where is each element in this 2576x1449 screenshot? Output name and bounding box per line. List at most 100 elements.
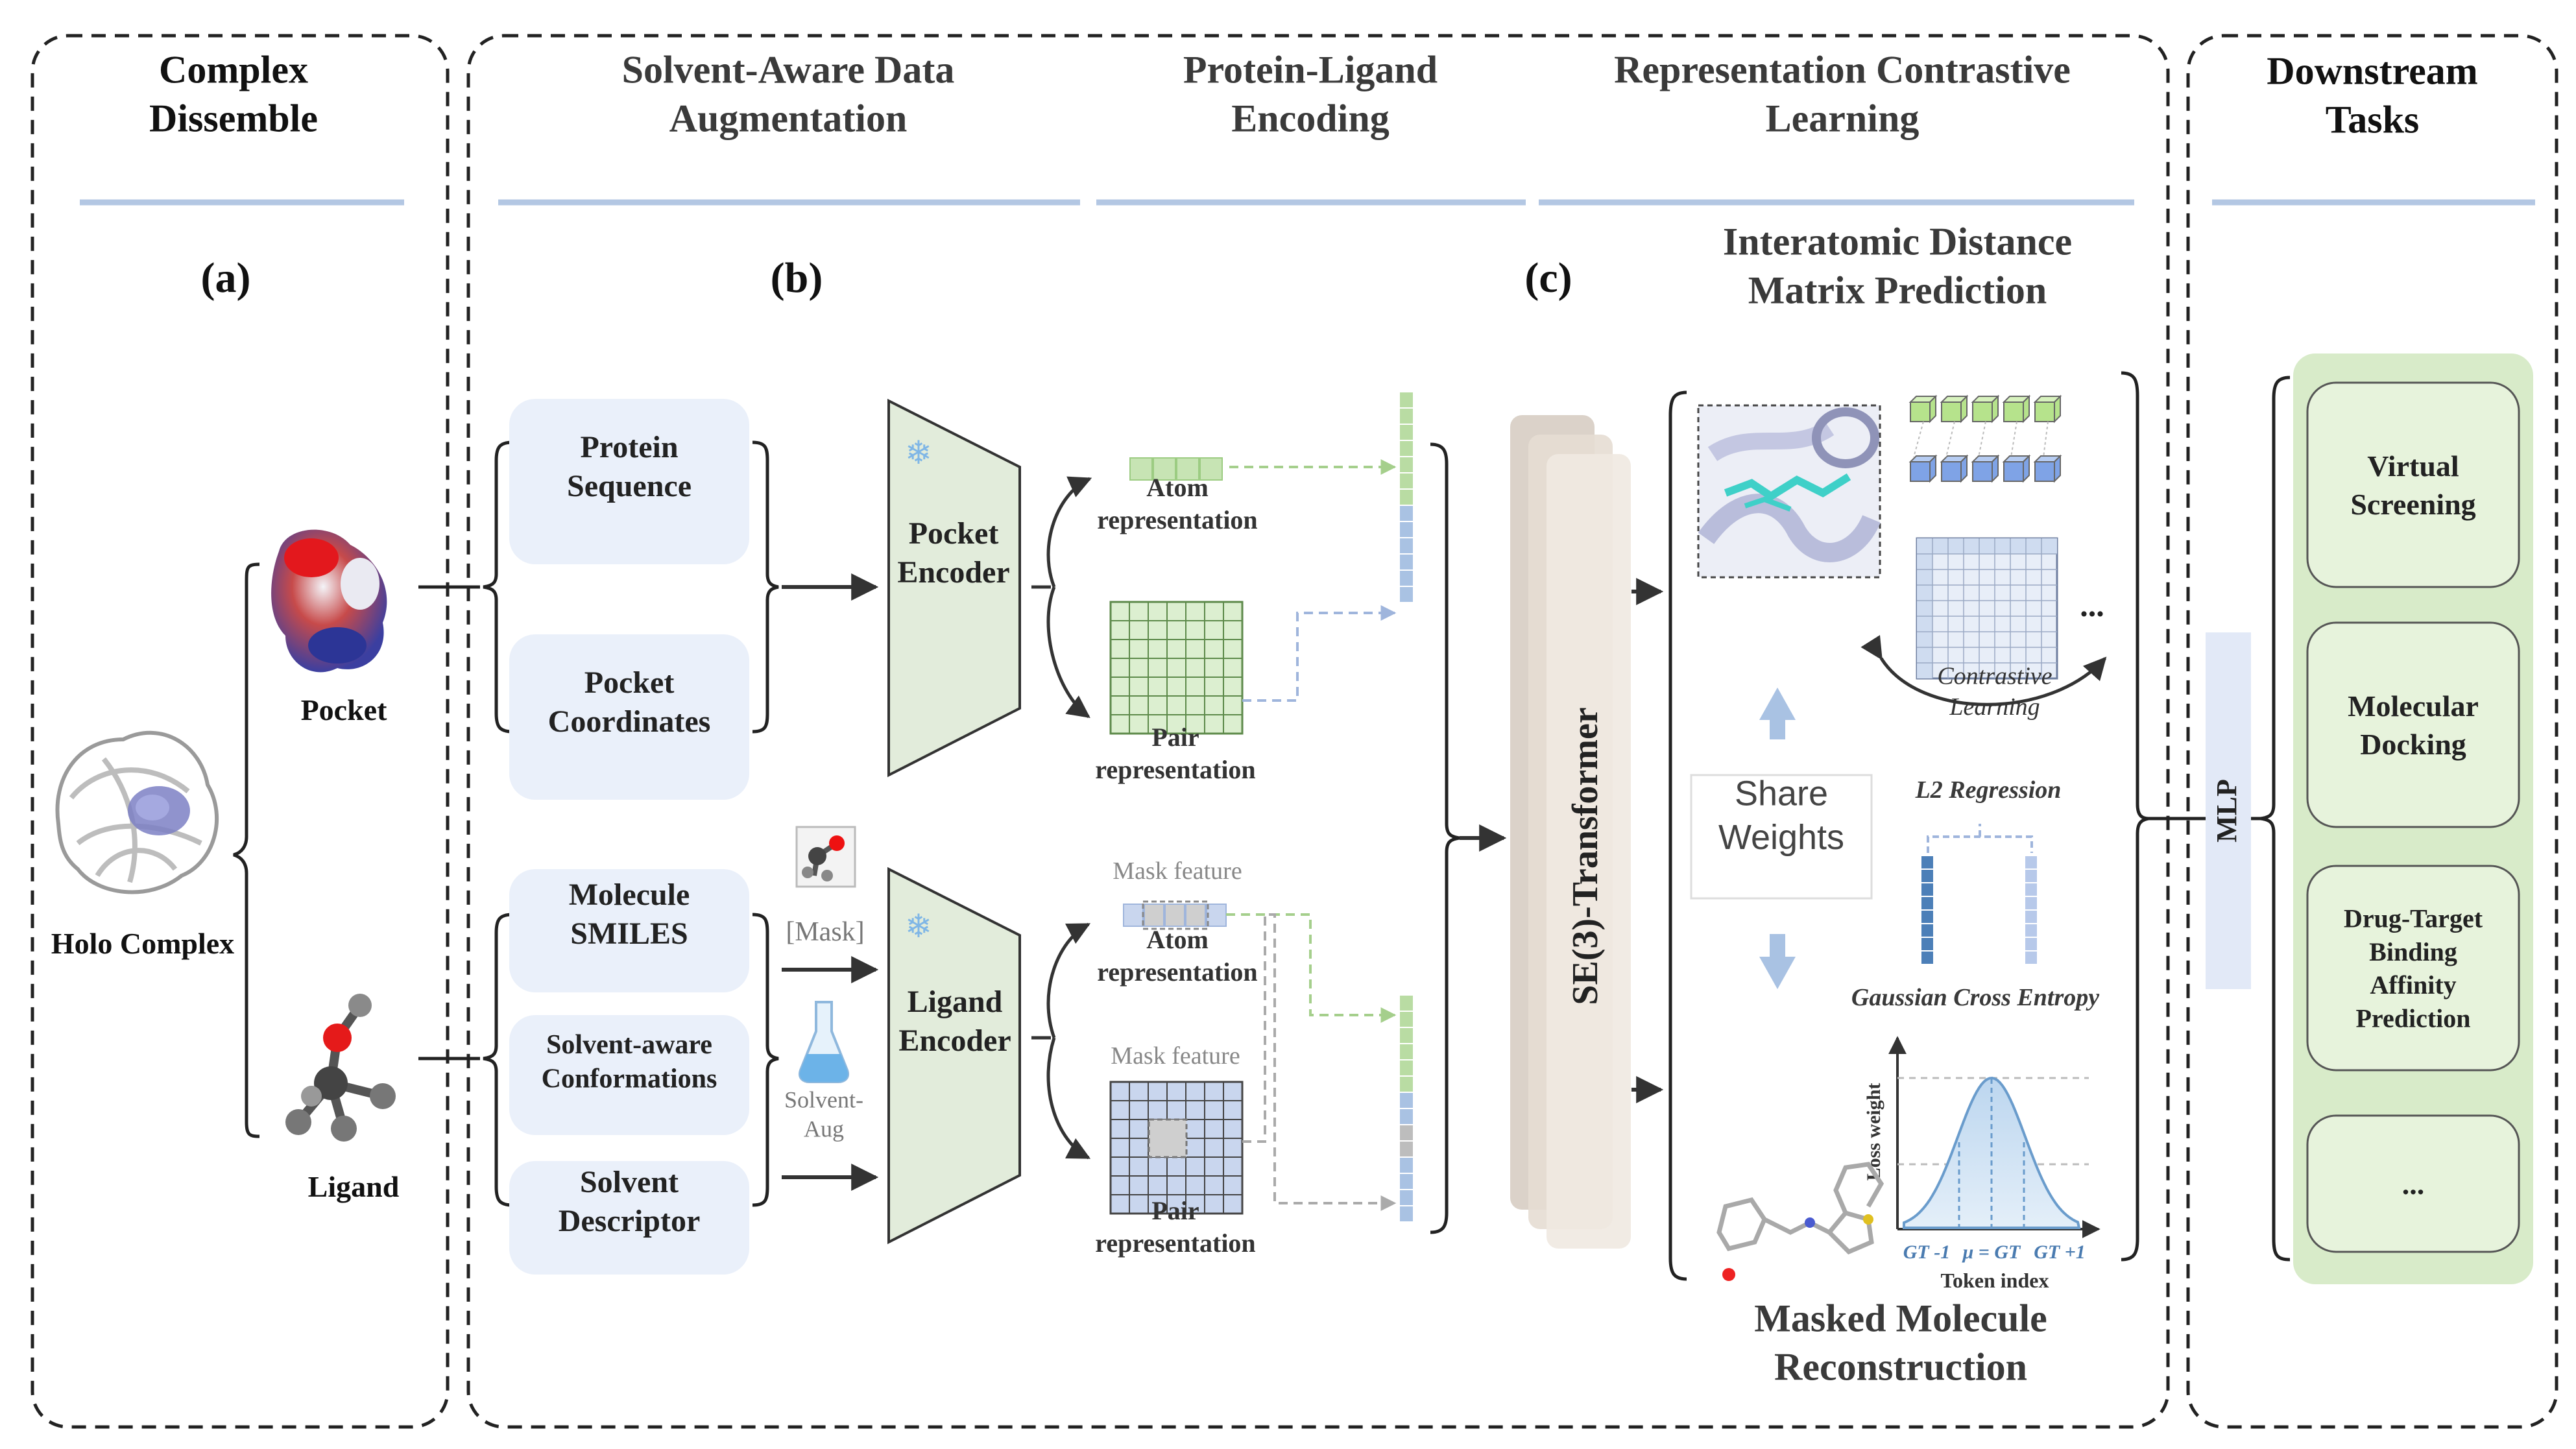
pocket-pair-flow xyxy=(1242,605,1397,702)
token-cube xyxy=(2003,461,2024,482)
pocket-arc-up xyxy=(1046,476,1092,588)
token-cell xyxy=(1400,1174,1413,1189)
molecule-smiles-box xyxy=(509,869,749,992)
vector-cell xyxy=(2025,911,2037,923)
token-cell xyxy=(1400,409,1413,424)
contrastive-arc xyxy=(1860,635,2107,706)
token-cell xyxy=(1400,473,1413,488)
token-cube-side xyxy=(2023,454,2030,483)
ligand-input-brace xyxy=(483,913,513,1207)
token-cube-side xyxy=(1992,394,1999,424)
vector-cell xyxy=(1921,856,1933,868)
tick-gt-plus: GT +1 xyxy=(2034,1241,2086,1263)
mask-label: [Mask] xyxy=(786,917,864,947)
ligand-atom-cells xyxy=(1123,900,1227,930)
token-cube xyxy=(1941,401,1962,422)
token-cube xyxy=(1972,401,1993,422)
cube-links xyxy=(1913,421,2049,458)
token-cell xyxy=(1400,425,1413,440)
token-cell xyxy=(1400,1028,1413,1043)
ligand-output-brace xyxy=(752,913,779,1207)
vector-cell xyxy=(1921,870,1933,882)
token-cell xyxy=(1400,1060,1413,1075)
token-cell xyxy=(1400,441,1413,456)
matrix-bg xyxy=(1916,537,2058,680)
token-cell xyxy=(1400,1044,1413,1059)
token-cell xyxy=(1400,1077,1413,1092)
atom-cell xyxy=(1129,457,1153,481)
token-cell xyxy=(1400,490,1413,505)
pocket-label: Pocket xyxy=(301,693,388,726)
snowflake-icon-2: ❄ xyxy=(905,908,932,944)
complex-brace xyxy=(233,562,260,1138)
ligand-pair-grid xyxy=(1109,1081,1244,1215)
token-cell xyxy=(1400,587,1413,602)
gaussian-ce-label: Gaussian Cross Entropy xyxy=(1851,984,2099,1011)
pocket-input-brace xyxy=(483,440,513,734)
tick-mu: μ = GT xyxy=(1962,1241,2021,1263)
token-cell xyxy=(1400,1190,1413,1205)
vector-cell xyxy=(2025,870,2037,882)
masked-pair-region xyxy=(1148,1118,1188,1158)
token-cell xyxy=(1400,1109,1413,1124)
token-cube-side xyxy=(2023,394,2030,424)
token-cell xyxy=(1400,555,1413,569)
holo-complex-image xyxy=(55,730,219,894)
vector-cell xyxy=(2025,897,2037,909)
vector-cell xyxy=(1921,924,1933,937)
token-cube-side xyxy=(1929,454,1936,483)
ligand-atom-cell xyxy=(1123,904,1144,927)
pocket-arc-down xyxy=(1046,586,1090,719)
token-cell xyxy=(1400,1012,1413,1027)
frame-downstream xyxy=(2186,34,2558,1429)
token-cube xyxy=(1972,461,1993,482)
share-weights-box xyxy=(1690,774,1873,900)
snowflake-icon: ❄ xyxy=(905,435,932,471)
vector-cell xyxy=(2025,938,2037,950)
ligand-arc-down xyxy=(1046,1037,1091,1160)
transformer-label: SE(3)-Transformer xyxy=(1565,707,1606,1005)
distance-matrix xyxy=(1916,537,2058,680)
flask-icon xyxy=(799,1001,849,1083)
solvent-aug-label: Solvent-Aug xyxy=(784,1087,863,1142)
pose-image xyxy=(1697,404,1881,579)
masked-molecule-image xyxy=(1716,1162,1884,1281)
downstream-task-box xyxy=(2306,621,2520,828)
vector-cell xyxy=(2025,952,2037,964)
token-cube-side xyxy=(1960,394,1968,424)
token-cell xyxy=(1400,996,1413,1011)
matrix-header xyxy=(1917,538,1932,678)
token-cube xyxy=(1941,461,1962,482)
mlp-label: MLP xyxy=(2211,779,2243,843)
mask-feature-label-1: Mask feature xyxy=(1113,857,1242,885)
token-cell xyxy=(1400,571,1413,586)
token-cell xyxy=(1400,1125,1413,1140)
l2-target-bar xyxy=(2025,856,2037,964)
ligand-image xyxy=(285,994,396,1142)
pocket-token-column xyxy=(1400,392,1413,602)
pocket-output-brace xyxy=(752,440,779,734)
share-up-arrow xyxy=(1759,688,1796,739)
token-cube-side xyxy=(2054,394,2061,424)
ligand-label: Ligand xyxy=(308,1170,400,1203)
l2-prediction-bar xyxy=(1921,856,1933,964)
atom-cell xyxy=(1199,457,1223,481)
ligand-arc-up xyxy=(1046,922,1091,1038)
atom-cell xyxy=(1176,457,1199,481)
